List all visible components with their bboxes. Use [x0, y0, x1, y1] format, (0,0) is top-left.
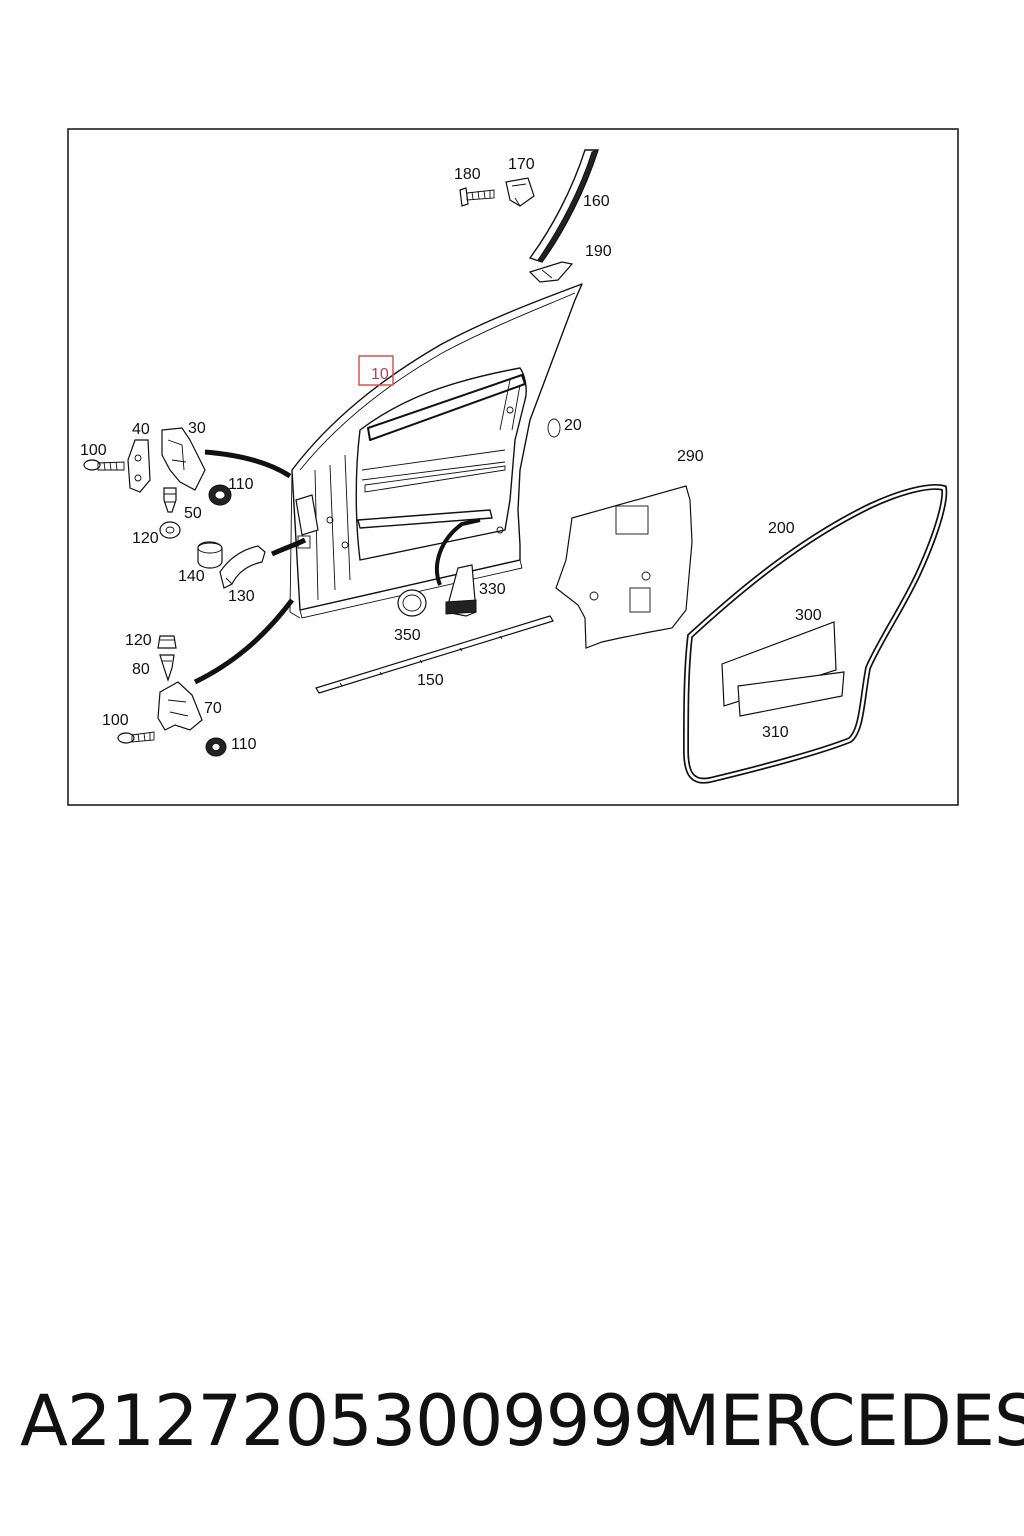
- callout-140: 140: [178, 568, 205, 585]
- screw-100-lower: [117, 731, 155, 744]
- callout-10: 10: [371, 366, 389, 383]
- bolt-50: [163, 487, 177, 513]
- callout-160: 160: [583, 193, 610, 210]
- callout-80: 80: [132, 661, 150, 678]
- callout-20: 20: [564, 417, 582, 434]
- callout-180: 180: [454, 166, 481, 183]
- clip-170: [505, 177, 535, 207]
- lower-hinge-70: [157, 681, 203, 731]
- door-seal-200: [682, 484, 948, 784]
- strap-130: [219, 545, 266, 589]
- callout-170: 170: [508, 156, 535, 173]
- callout-330: 330: [479, 581, 506, 598]
- callout-200: 200: [768, 520, 795, 537]
- ring-350: [397, 589, 427, 617]
- brand-name: MERCEDES: [660, 1380, 1024, 1462]
- door-shell-part: [289, 283, 583, 619]
- screw-100-upper: [83, 459, 125, 471]
- bolt-80: [159, 654, 175, 682]
- callout-40: 40: [132, 421, 150, 438]
- grommet-20: [547, 418, 561, 438]
- buffer-140: [197, 541, 223, 569]
- nut-110-lower: [205, 737, 227, 757]
- callout-110-lower: 110: [231, 736, 257, 753]
- nut-110-upper: [208, 484, 232, 506]
- callout-150: 150: [417, 672, 444, 689]
- callout-290: 290: [677, 448, 704, 465]
- highlight-box-10: [358, 355, 394, 386]
- bracket-190: [528, 261, 574, 283]
- part-number: A21272053009999: [20, 1380, 677, 1462]
- arrow-lower-hinge: [193, 598, 294, 685]
- callout-110-upper: 110: [228, 476, 254, 493]
- hinge-bracket-40: [127, 439, 151, 493]
- sticker-310: [737, 671, 845, 717]
- sill-strip-150: [315, 615, 554, 694]
- upper-hinge-30: [161, 427, 206, 491]
- nut-120-upper: [159, 521, 181, 539]
- callout-70: 70: [204, 700, 222, 717]
- callout-350: 350: [394, 627, 421, 644]
- callout-120-lower: 120: [125, 632, 152, 649]
- callout-300: 300: [795, 607, 822, 624]
- callout-100-lower: 100: [102, 712, 129, 729]
- pillar-trim-160: [529, 149, 599, 263]
- callout-130: 130: [228, 588, 255, 605]
- callout-100-upper: 100: [80, 442, 107, 459]
- callout-190: 190: [585, 243, 612, 260]
- callout-120-upper: 120: [132, 530, 159, 547]
- door-hinge-edge-detail: [295, 494, 319, 549]
- screw-180: [459, 187, 495, 207]
- callout-30: 30: [188, 420, 206, 437]
- arrow-strap: [270, 537, 307, 557]
- arrow-upper-hinge: [204, 449, 292, 479]
- callout-310: 310: [762, 724, 789, 741]
- nut-120-lower: [157, 635, 177, 649]
- callout-50: 50: [184, 505, 202, 522]
- insulation-panel-290: [555, 485, 693, 649]
- regulator-bracket-330: [435, 518, 481, 617]
